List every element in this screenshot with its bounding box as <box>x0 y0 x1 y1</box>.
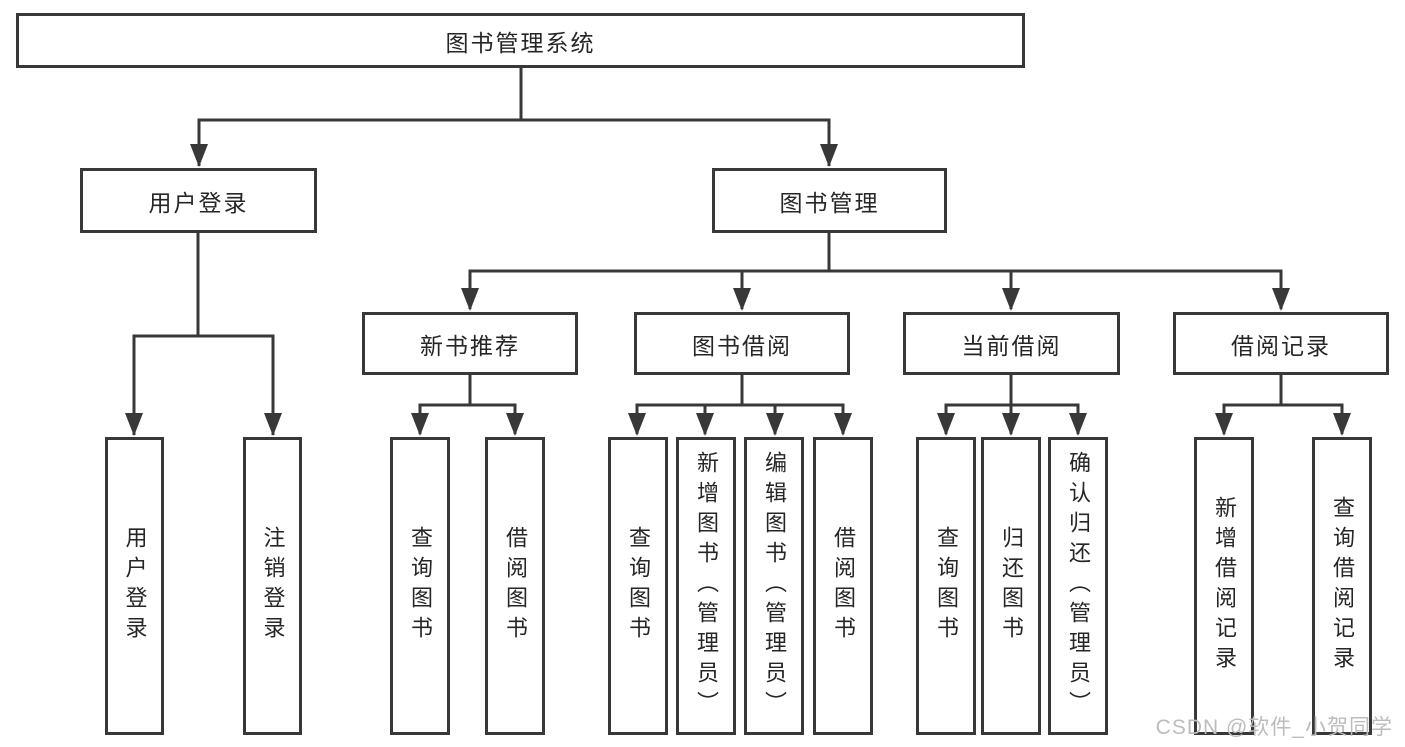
node-book-management: 图书管理 <box>712 168 947 233</box>
node-label: 查询图书 <box>626 526 651 646</box>
leaf-query-books-current: 查询图书 <box>916 437 976 735</box>
node-label: 借阅记录 <box>1231 332 1331 359</box>
leaf-logout: 注销登录 <box>243 437 302 735</box>
leaf-query-borrow-record: 查询借阅记录 <box>1312 437 1372 735</box>
node-user-login: 用户登录 <box>80 168 317 233</box>
node-library-management-system: 图书管理系统 <box>16 13 1025 68</box>
arrowheads <box>125 144 1351 436</box>
node-label: 注销登录 <box>260 526 286 646</box>
leaf-add-borrow-record: 新增借阅记录 <box>1194 437 1254 735</box>
node-label: 当前借阅 <box>961 332 1062 359</box>
node-new-book-recommend: 新书推荐 <box>362 312 578 375</box>
node-label: 归还图书 <box>999 526 1024 646</box>
node-label: 查询借阅记录 <box>1330 496 1355 676</box>
node-label: 图书借阅 <box>692 332 792 359</box>
node-label: 图书管理 <box>779 189 880 216</box>
node-label: 新增借阅记录 <box>1212 496 1237 676</box>
node-label: 新书推荐 <box>420 332 520 359</box>
node-label: 用户登录 <box>148 189 249 216</box>
leaf-borrow-books-recommend: 借阅图书 <box>485 437 545 735</box>
csdn-watermark: CSDN @软件_小贺同学 <box>1155 716 1393 739</box>
node-label: 借阅图书 <box>831 526 856 646</box>
leaf-user-login: 用户登录 <box>105 437 164 735</box>
node-label: 确认归还（管理员） <box>1066 451 1091 721</box>
node-label: 新增图书（管理员） <box>694 451 719 721</box>
node-label: 编辑图书（管理员） <box>762 451 787 721</box>
leaf-return-books: 归还图书 <box>981 437 1041 735</box>
node-label: 查询图书 <box>408 526 433 646</box>
leaf-query-books-borrowing: 查询图书 <box>608 437 668 735</box>
leaf-edit-books-admin: 编辑图书（管理员） <box>744 437 804 735</box>
node-current-borrowing: 当前借阅 <box>903 312 1120 375</box>
node-label: 查询图书 <box>934 526 959 646</box>
node-label: 图书管理系统 <box>445 29 596 56</box>
leaf-borrow-books-borrowing: 借阅图书 <box>813 437 873 735</box>
leaf-confirm-return-admin: 确认归还（管理员） <box>1048 437 1108 735</box>
node-borrowing-records: 借阅记录 <box>1173 312 1389 375</box>
node-label: 用户登录 <box>122 526 148 646</box>
node-label: 借阅图书 <box>503 526 528 646</box>
leaf-query-books-recommend: 查询图书 <box>390 437 450 735</box>
leaf-add-books-admin: 新增图书（管理员） <box>676 437 736 735</box>
node-book-borrowing: 图书借阅 <box>634 312 850 375</box>
